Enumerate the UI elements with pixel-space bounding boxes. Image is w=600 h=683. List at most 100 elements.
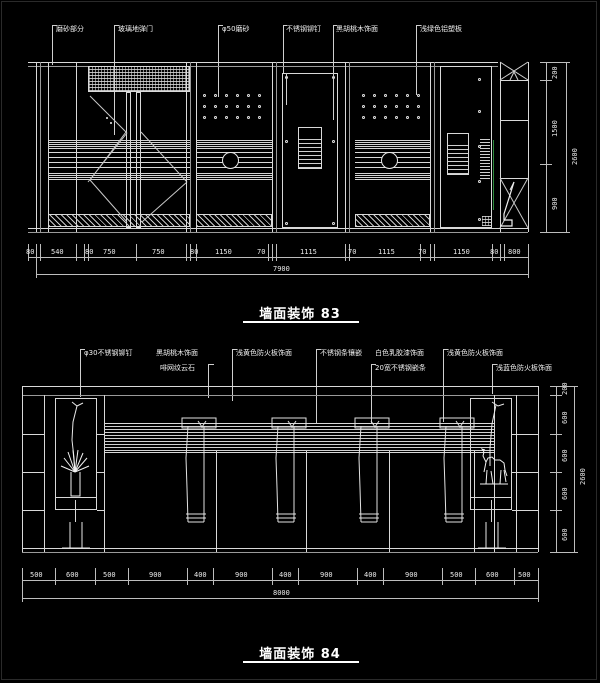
panel-fixing [332, 140, 335, 143]
door-inset-detail [298, 127, 322, 169]
panel-fixing [332, 222, 335, 225]
leader-line [208, 364, 209, 398]
leader-line [114, 25, 119, 26]
tile-joint [512, 510, 538, 511]
dim-h-1115-a: 1115 [300, 248, 317, 256]
door-inset-hatch [299, 138, 321, 168]
dim-ext [28, 244, 29, 261]
leader-line [232, 349, 233, 401]
band-line [48, 152, 190, 153]
dim2-h-400-c: 400 [364, 571, 377, 579]
tile-joint [97, 510, 104, 511]
horse-sculpture [474, 400, 512, 498]
section-cross-hatch-top [500, 62, 528, 80]
dim-h-70-a: 70 [257, 248, 266, 256]
dim-ext [196, 244, 197, 261]
dim-ext-line [546, 62, 547, 232]
door-panel [282, 73, 338, 228]
dim2-h-500-c: 500 [450, 571, 463, 579]
dim-h-70-b: 70 [348, 248, 357, 256]
floor-line [22, 548, 538, 549]
bay-divider [272, 62, 273, 232]
band-line [48, 162, 190, 163]
dim-ext [128, 568, 129, 585]
door-swing-indicator [88, 92, 190, 228]
door-hardware-dot [106, 117, 108, 119]
panel-fixing [478, 218, 481, 221]
dim2-h-500-a: 500 [30, 571, 43, 579]
title-underline [243, 661, 359, 663]
horizontal-band [355, 140, 430, 149]
drawing-title-84: 墙面装饰 84 [259, 647, 341, 662]
dim-ext [514, 568, 515, 585]
horizontal-band [48, 140, 190, 149]
dim-ext [76, 244, 77, 261]
door-leaf-left [126, 92, 131, 228]
horizontal-band [196, 172, 272, 180]
bay-divider [186, 62, 187, 232]
horizontal-band [196, 140, 272, 149]
tile-joint [97, 434, 104, 435]
label-light-blue-fireproof-board: 浅蓝色防火板饰面 [496, 364, 552, 372]
dim2-h-total-8000: 8000 [273, 589, 290, 597]
tile-joint [22, 510, 44, 511]
dim-ext [383, 568, 384, 585]
band-line [48, 157, 190, 158]
skirting-board [196, 214, 272, 227]
dim2-h-600-b: 600 [486, 571, 499, 579]
skirting-board [355, 214, 430, 227]
dim-ext [88, 244, 89, 261]
label-stainless-strip-inlay: 不锈钢条镶嵌 [320, 349, 362, 357]
dim-h-800: 800 [508, 248, 521, 256]
leader-line [218, 25, 223, 26]
horizontal-band [355, 172, 430, 180]
leader-line [416, 25, 417, 95]
wall-edge-left [36, 62, 37, 232]
dim-ext [22, 568, 23, 602]
dim-ext [475, 568, 476, 585]
niche-shelf [470, 497, 512, 498]
dim-h-750-b: 750 [152, 248, 165, 256]
dim-ext [528, 244, 529, 278]
niche-pedestal-line [491, 500, 492, 522]
leader-line [492, 364, 497, 365]
door-inset-detail [447, 133, 469, 175]
tile-joint [22, 434, 44, 435]
dim2-v-total-2600: 2600 [579, 468, 587, 485]
section-div [500, 80, 528, 81]
wall-edge-left-inner [40, 62, 41, 232]
band-edge-bottom [104, 452, 494, 453]
dim-h-750-a: 750 [103, 248, 116, 256]
leader-line [492, 364, 493, 394]
title-underline [243, 321, 359, 323]
dim-ext-tick [550, 472, 562, 473]
drape-panel [181, 417, 217, 530]
dim-ext [187, 568, 188, 585]
dim-ext-tick [550, 552, 578, 553]
leader-line [52, 25, 57, 26]
panel-fixing [478, 180, 481, 183]
label-black-walnut-veneer-2: 黑胡桃木饰面 [156, 349, 198, 357]
dim2-h-400-b: 400 [279, 571, 292, 579]
dim-ext [40, 244, 41, 261]
dim-h-540: 540 [51, 248, 64, 256]
corner-hatch [482, 216, 491, 226]
dim-ext-tick [540, 232, 570, 233]
dim-h-70-c: 70 [418, 248, 427, 256]
dim-ext [186, 244, 187, 261]
niche-pedestal-line [75, 500, 76, 522]
dim2-v-600-d: 600 [561, 528, 569, 541]
pedestal-base-left [62, 520, 90, 550]
leader-line [371, 364, 376, 365]
tile-joint [516, 395, 517, 552]
dim-h-80-c: 80 [190, 248, 199, 256]
dim-ext-tick [540, 80, 552, 81]
dim2-h-600-a: 600 [66, 571, 79, 579]
leader-line [52, 25, 53, 65]
panel-divider [306, 451, 307, 552]
dim2-h-900-a: 900 [149, 571, 162, 579]
ceiling-line [22, 386, 538, 387]
dim-ext [55, 568, 56, 585]
floor-line-inner [28, 232, 528, 233]
